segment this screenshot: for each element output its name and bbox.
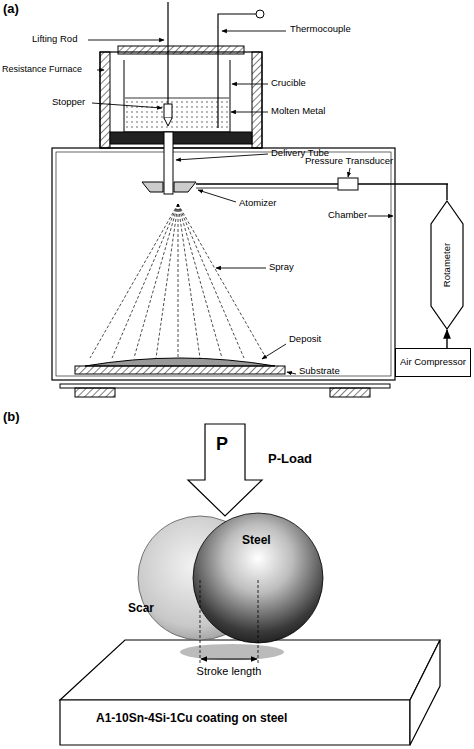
part-label: Spray (269, 262, 294, 273)
part-label: Atomizer (239, 198, 276, 209)
panel-label: (b) (3, 410, 20, 425)
part-label: Lifting Rod (32, 34, 77, 45)
part-label: P-Load (268, 452, 312, 467)
part-label: Resistance Furnace (2, 64, 82, 74)
air-pipe (446, 330, 447, 348)
part-label: Deposit (289, 334, 321, 345)
chamber (52, 132, 448, 397)
furnace (100, 2, 264, 148)
part-label: A1-10Sn-4Si-1Cu coating on steel (96, 712, 287, 726)
part-label: Molten Metal (271, 106, 325, 117)
part-label: Thermocouple (290, 24, 351, 35)
panel-label: (a) (3, 2, 19, 17)
part-label: Chamber (328, 210, 367, 221)
compressor-box: Air Compressor (395, 348, 471, 377)
wear-test (60, 424, 440, 745)
part-label: P (216, 434, 228, 455)
part-label: Scar (128, 602, 154, 616)
part-label: Stroke length (197, 665, 262, 678)
part-label: Stopper (52, 97, 85, 108)
node-text: Air Compressor (400, 357, 466, 368)
part-label: Crucible (271, 78, 306, 89)
part-label: Steel (242, 534, 271, 548)
rotameter: Rotameter (430, 200, 464, 330)
leader-lines (88, 31, 393, 374)
node-text: Rotameter (442, 243, 453, 287)
part-label: Substrate (299, 366, 340, 377)
part-label: Pressure Transducer (305, 156, 393, 167)
